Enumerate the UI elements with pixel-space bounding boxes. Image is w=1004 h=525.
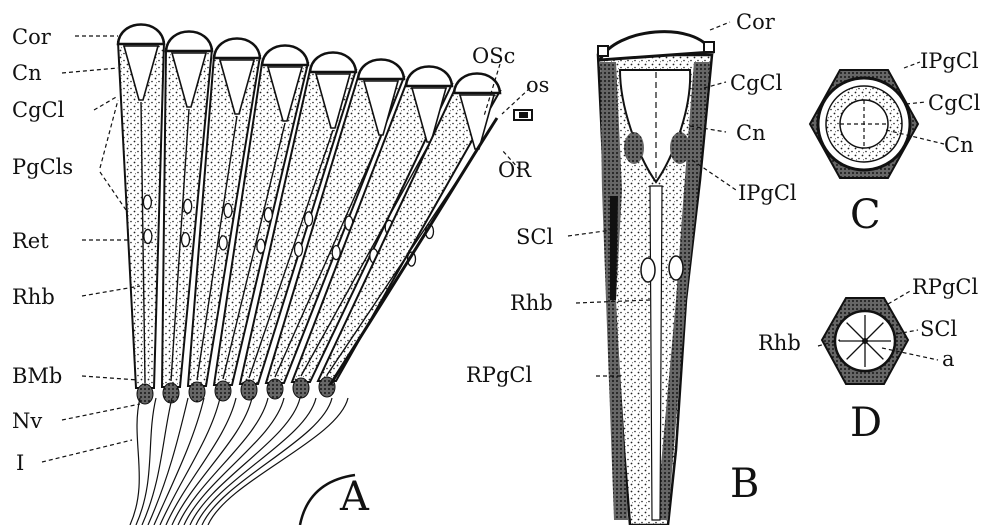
- label-a-bmb: BMb: [12, 364, 62, 388]
- panel-b: Cor CgCl Cn IPgCl SCl Rhb RPgCl B: [466, 10, 797, 525]
- label-a-i: I: [16, 451, 24, 475]
- label-c-cn: Cn: [944, 133, 974, 157]
- panel-a-nerve-fibres: [130, 398, 348, 525]
- panel-letter-b: B: [730, 461, 759, 507]
- nerve-fibre: [130, 398, 140, 525]
- label-a-nv: Nv: [12, 409, 42, 433]
- label-a-ret: Ret: [12, 229, 49, 253]
- panel-letter-c: C: [850, 192, 881, 238]
- panel-a-ommatidia: [118, 25, 500, 405]
- label-b-ipgcl: IPgCl: [738, 181, 797, 205]
- label-b-cgcl: CgCl: [730, 71, 783, 95]
- nerve-fibre: [160, 398, 220, 525]
- panel-d: RPgCl SCl Rhb a D: [758, 275, 978, 446]
- label-b-cor: Cor: [736, 10, 776, 34]
- label-c-cgcl: CgCl: [928, 91, 981, 115]
- label-b-cn: Cn: [736, 121, 766, 145]
- label-d-scl: SCl: [920, 317, 957, 341]
- label-a-osc: OSc: [472, 44, 515, 68]
- label-d-a: a: [942, 347, 955, 371]
- label-a-cn: Cn: [12, 61, 42, 85]
- nerve-fibre: [154, 398, 204, 525]
- label-d-rpgcl: RPgCl: [912, 275, 978, 299]
- nerve-fibre: [172, 398, 252, 525]
- label-a-cor: Cor: [12, 25, 52, 49]
- panel-letter-d: D: [850, 400, 882, 446]
- label-a-os: os: [526, 73, 549, 97]
- label-d-rhb: Rhb: [758, 331, 801, 355]
- panel-d-rhabdom-center: [862, 338, 868, 344]
- label-a-or: OR: [498, 158, 532, 182]
- ommatidium-unit: [118, 25, 164, 405]
- label-a-rhb: Rhb: [12, 285, 55, 309]
- nerve-fibre: [178, 398, 268, 525]
- panel-b-rhabdom: [650, 186, 662, 520]
- label-b-scl: SCl: [516, 225, 553, 249]
- panel-letter-a: A: [339, 474, 370, 520]
- label-a-pgcls: PgCls: [12, 155, 73, 179]
- panel-a: Cor Cn CgCl PgCls Ret Rhb BMb Nv I OSc o…: [12, 25, 549, 525]
- label-c-ipgcl: IPgCl: [920, 49, 979, 73]
- nerve-fibre: [142, 398, 172, 525]
- label-b-rhb: Rhb: [510, 291, 553, 315]
- label-b-rpgcl: RPgCl: [466, 363, 532, 387]
- panel-c: IPgCl CgCl Cn C: [810, 49, 981, 238]
- label-a-cgcl: CgCl: [12, 98, 65, 122]
